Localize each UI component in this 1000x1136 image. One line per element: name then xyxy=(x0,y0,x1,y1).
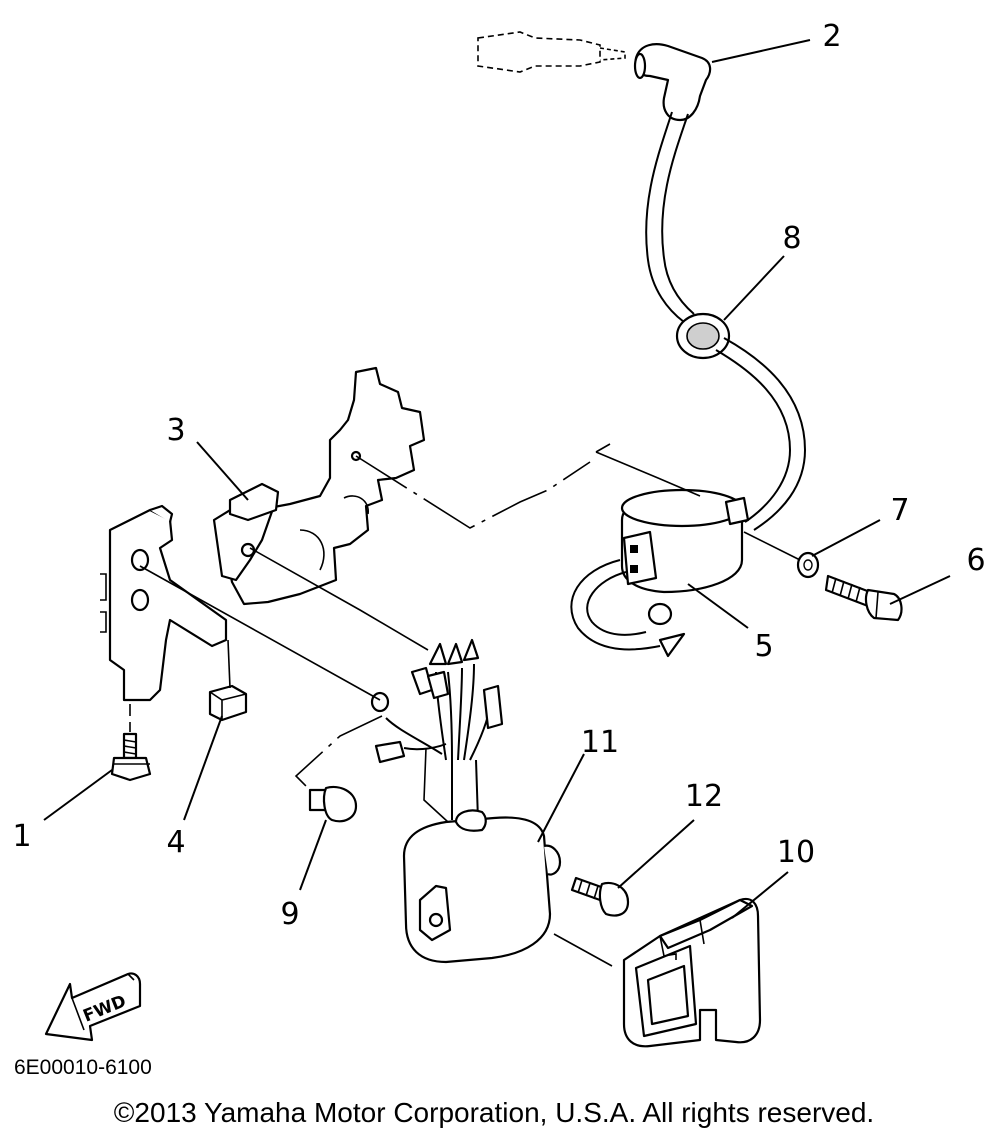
spark-plug-cap xyxy=(633,43,712,323)
wire-grommet xyxy=(675,312,807,531)
callout-2: 2 xyxy=(822,19,841,54)
callout-4: 4 xyxy=(166,825,185,860)
callout-labels: 2 8 3 7 6 5 1 4 9 11 12 10 xyxy=(12,19,985,932)
cdi-screw xyxy=(570,876,630,917)
diagram-code: 6E00010-6100 xyxy=(14,1056,152,1079)
callout-10: 10 xyxy=(777,835,815,870)
callout-9: 9 xyxy=(280,897,299,932)
cdi-unit xyxy=(370,638,562,964)
callout-8: 8 xyxy=(782,221,801,256)
copyright-notice: ©2013 Yamaha Motor Corporation, U.S.A. A… xyxy=(114,1097,874,1128)
cdi-bolt xyxy=(308,785,358,823)
callout-6: 6 xyxy=(966,543,985,578)
callout-5: 5 xyxy=(754,629,773,664)
callout-11: 11 xyxy=(581,725,619,760)
forward-arrow-icon: FWD xyxy=(44,972,142,1042)
spark-plug-outline xyxy=(477,31,626,73)
bracket-screw xyxy=(110,732,152,782)
spacer-block xyxy=(208,684,248,722)
callout-leaders xyxy=(43,39,951,919)
mounting-bracket xyxy=(212,366,426,606)
ignition-coil xyxy=(570,488,750,658)
cdi-cover xyxy=(622,897,762,1048)
callout-3: 3 xyxy=(166,413,185,448)
callout-7: 7 xyxy=(890,493,909,528)
alignment-lines xyxy=(129,443,801,967)
side-plate xyxy=(100,504,228,702)
washer xyxy=(796,551,820,579)
callout-1: 1 xyxy=(12,819,31,854)
callout-12: 12 xyxy=(685,779,723,814)
coil-bolt xyxy=(824,574,903,622)
